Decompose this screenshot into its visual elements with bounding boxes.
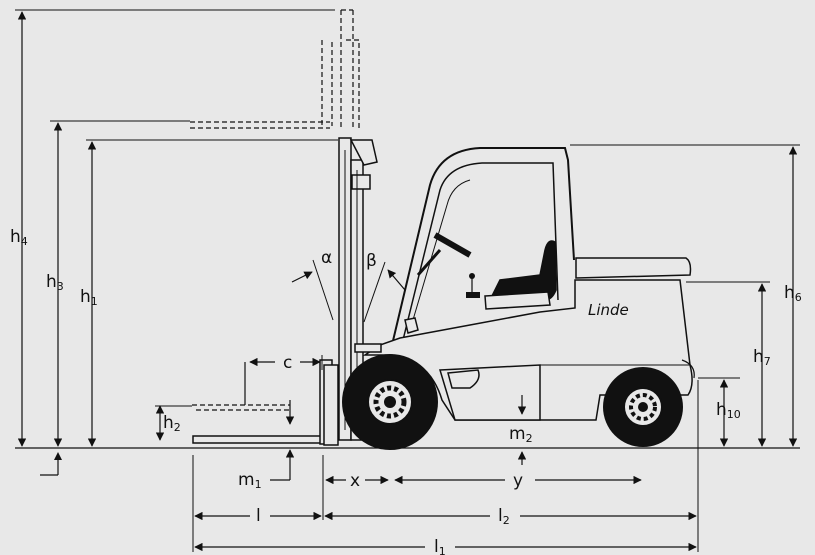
raised-mast-outline (190, 9, 360, 130)
dim-extension-lines (192, 380, 699, 552)
dim-c (249, 355, 323, 370)
label-h7: h7 (753, 347, 771, 368)
dim-h10 (698, 377, 740, 447)
front-wheel (342, 354, 438, 450)
label-h10: h10 (716, 400, 741, 421)
label-h3: h3 (46, 272, 64, 293)
label-l: l (256, 506, 261, 526)
fork (192, 359, 339, 446)
dim-h6 (570, 144, 800, 447)
tilt-angle-beta (363, 261, 406, 323)
label-m1: m1 (238, 470, 262, 491)
dim-h4 (15, 9, 335, 447)
label-x: x (350, 471, 360, 491)
label-h2: h2 (163, 413, 181, 434)
dim-ground-clearance (40, 452, 62, 476)
dim-m1 (270, 449, 295, 481)
label-beta: β (366, 251, 377, 271)
label-c: c (283, 353, 292, 373)
label-h4: h4 (10, 227, 28, 248)
rear-wheel (603, 367, 683, 447)
label-h1: h1 (80, 287, 98, 308)
label-l1: l1 (434, 537, 446, 555)
dim-h1 (86, 139, 338, 447)
label-h6: h6 (784, 283, 802, 304)
label-m2: m2 (509, 424, 533, 445)
tilt-angle-alpha (291, 259, 334, 321)
brand-logo-text: Linde (588, 301, 629, 319)
label-alpha: α (321, 248, 332, 268)
dim-h7 (686, 281, 770, 447)
label-l2: l2 (498, 506, 510, 527)
label-y: y (513, 471, 523, 491)
dim-h3 (50, 120, 190, 447)
lowered-fork-outline (155, 362, 295, 441)
